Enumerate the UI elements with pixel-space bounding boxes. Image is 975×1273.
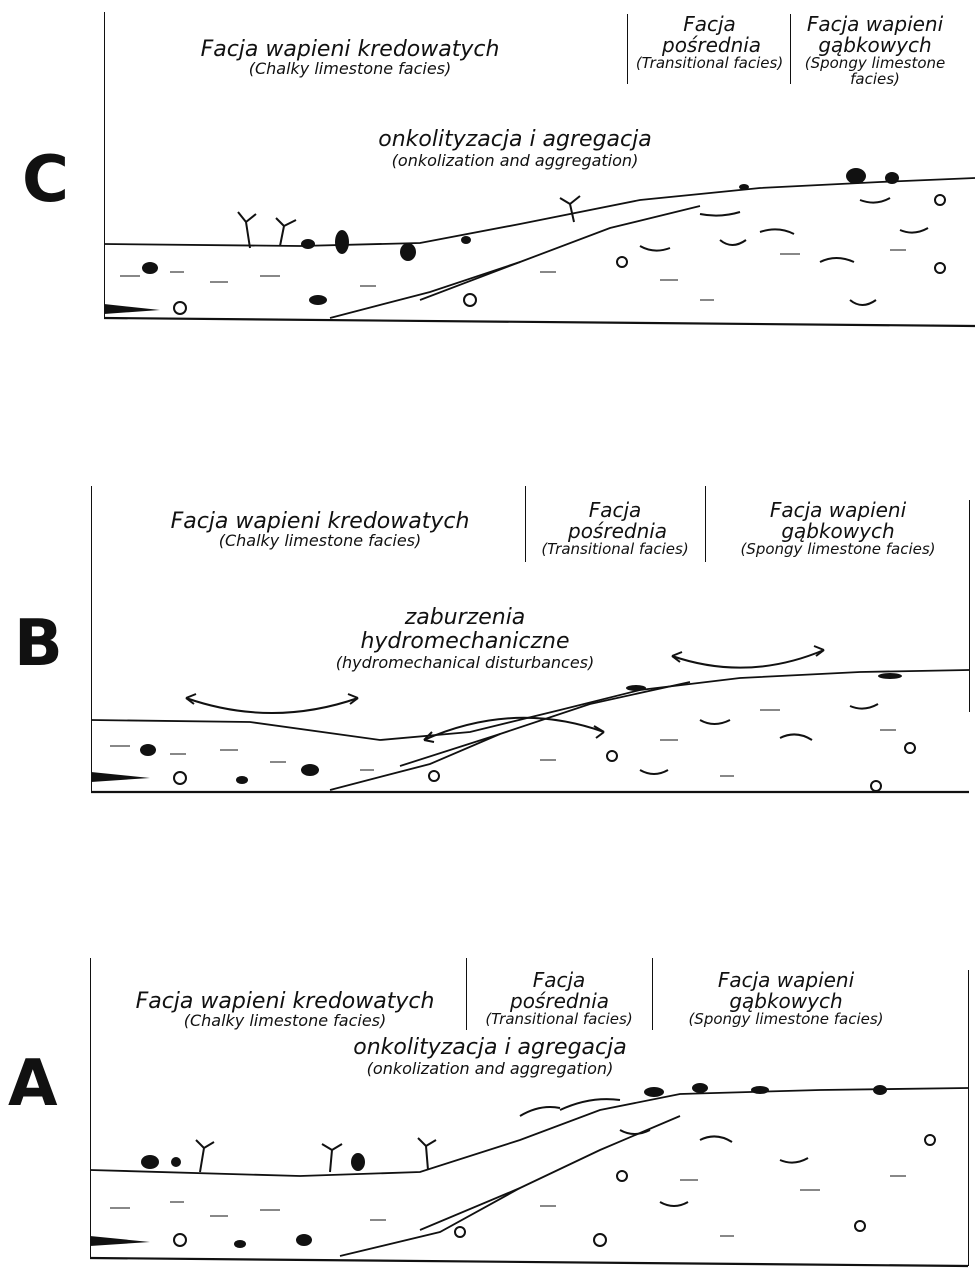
disturbance-arrow [186, 698, 358, 713]
section-base [90, 1258, 968, 1266]
sea-floor-profile [104, 178, 975, 246]
transitional-boundary-upper [420, 206, 700, 300]
basin-wedge [104, 304, 160, 314]
sea-floor-profile [90, 1088, 968, 1176]
cross-section-b [0, 470, 975, 810]
sea-floor-profile [91, 670, 969, 740]
panel-a: A Facja wapieni kredowatych (Chalky lime… [0, 940, 975, 1273]
disturbance-arrow [672, 650, 824, 668]
panel-c: C Facja wapieni kredowatych (Chalky lime… [0, 0, 975, 340]
transitional-boundary-lower [340, 1188, 520, 1256]
cross-section-c [0, 0, 975, 340]
basin-wedge [91, 772, 150, 782]
basin-wedge [90, 1236, 150, 1246]
panel-b: B Facja wapieni kredowatych (Chalky lime… [0, 470, 975, 810]
transitional-boundary-upper [400, 682, 690, 766]
transitional-boundary-lower [330, 262, 520, 318]
cross-section-a [0, 940, 975, 1273]
section-base [104, 318, 975, 326]
